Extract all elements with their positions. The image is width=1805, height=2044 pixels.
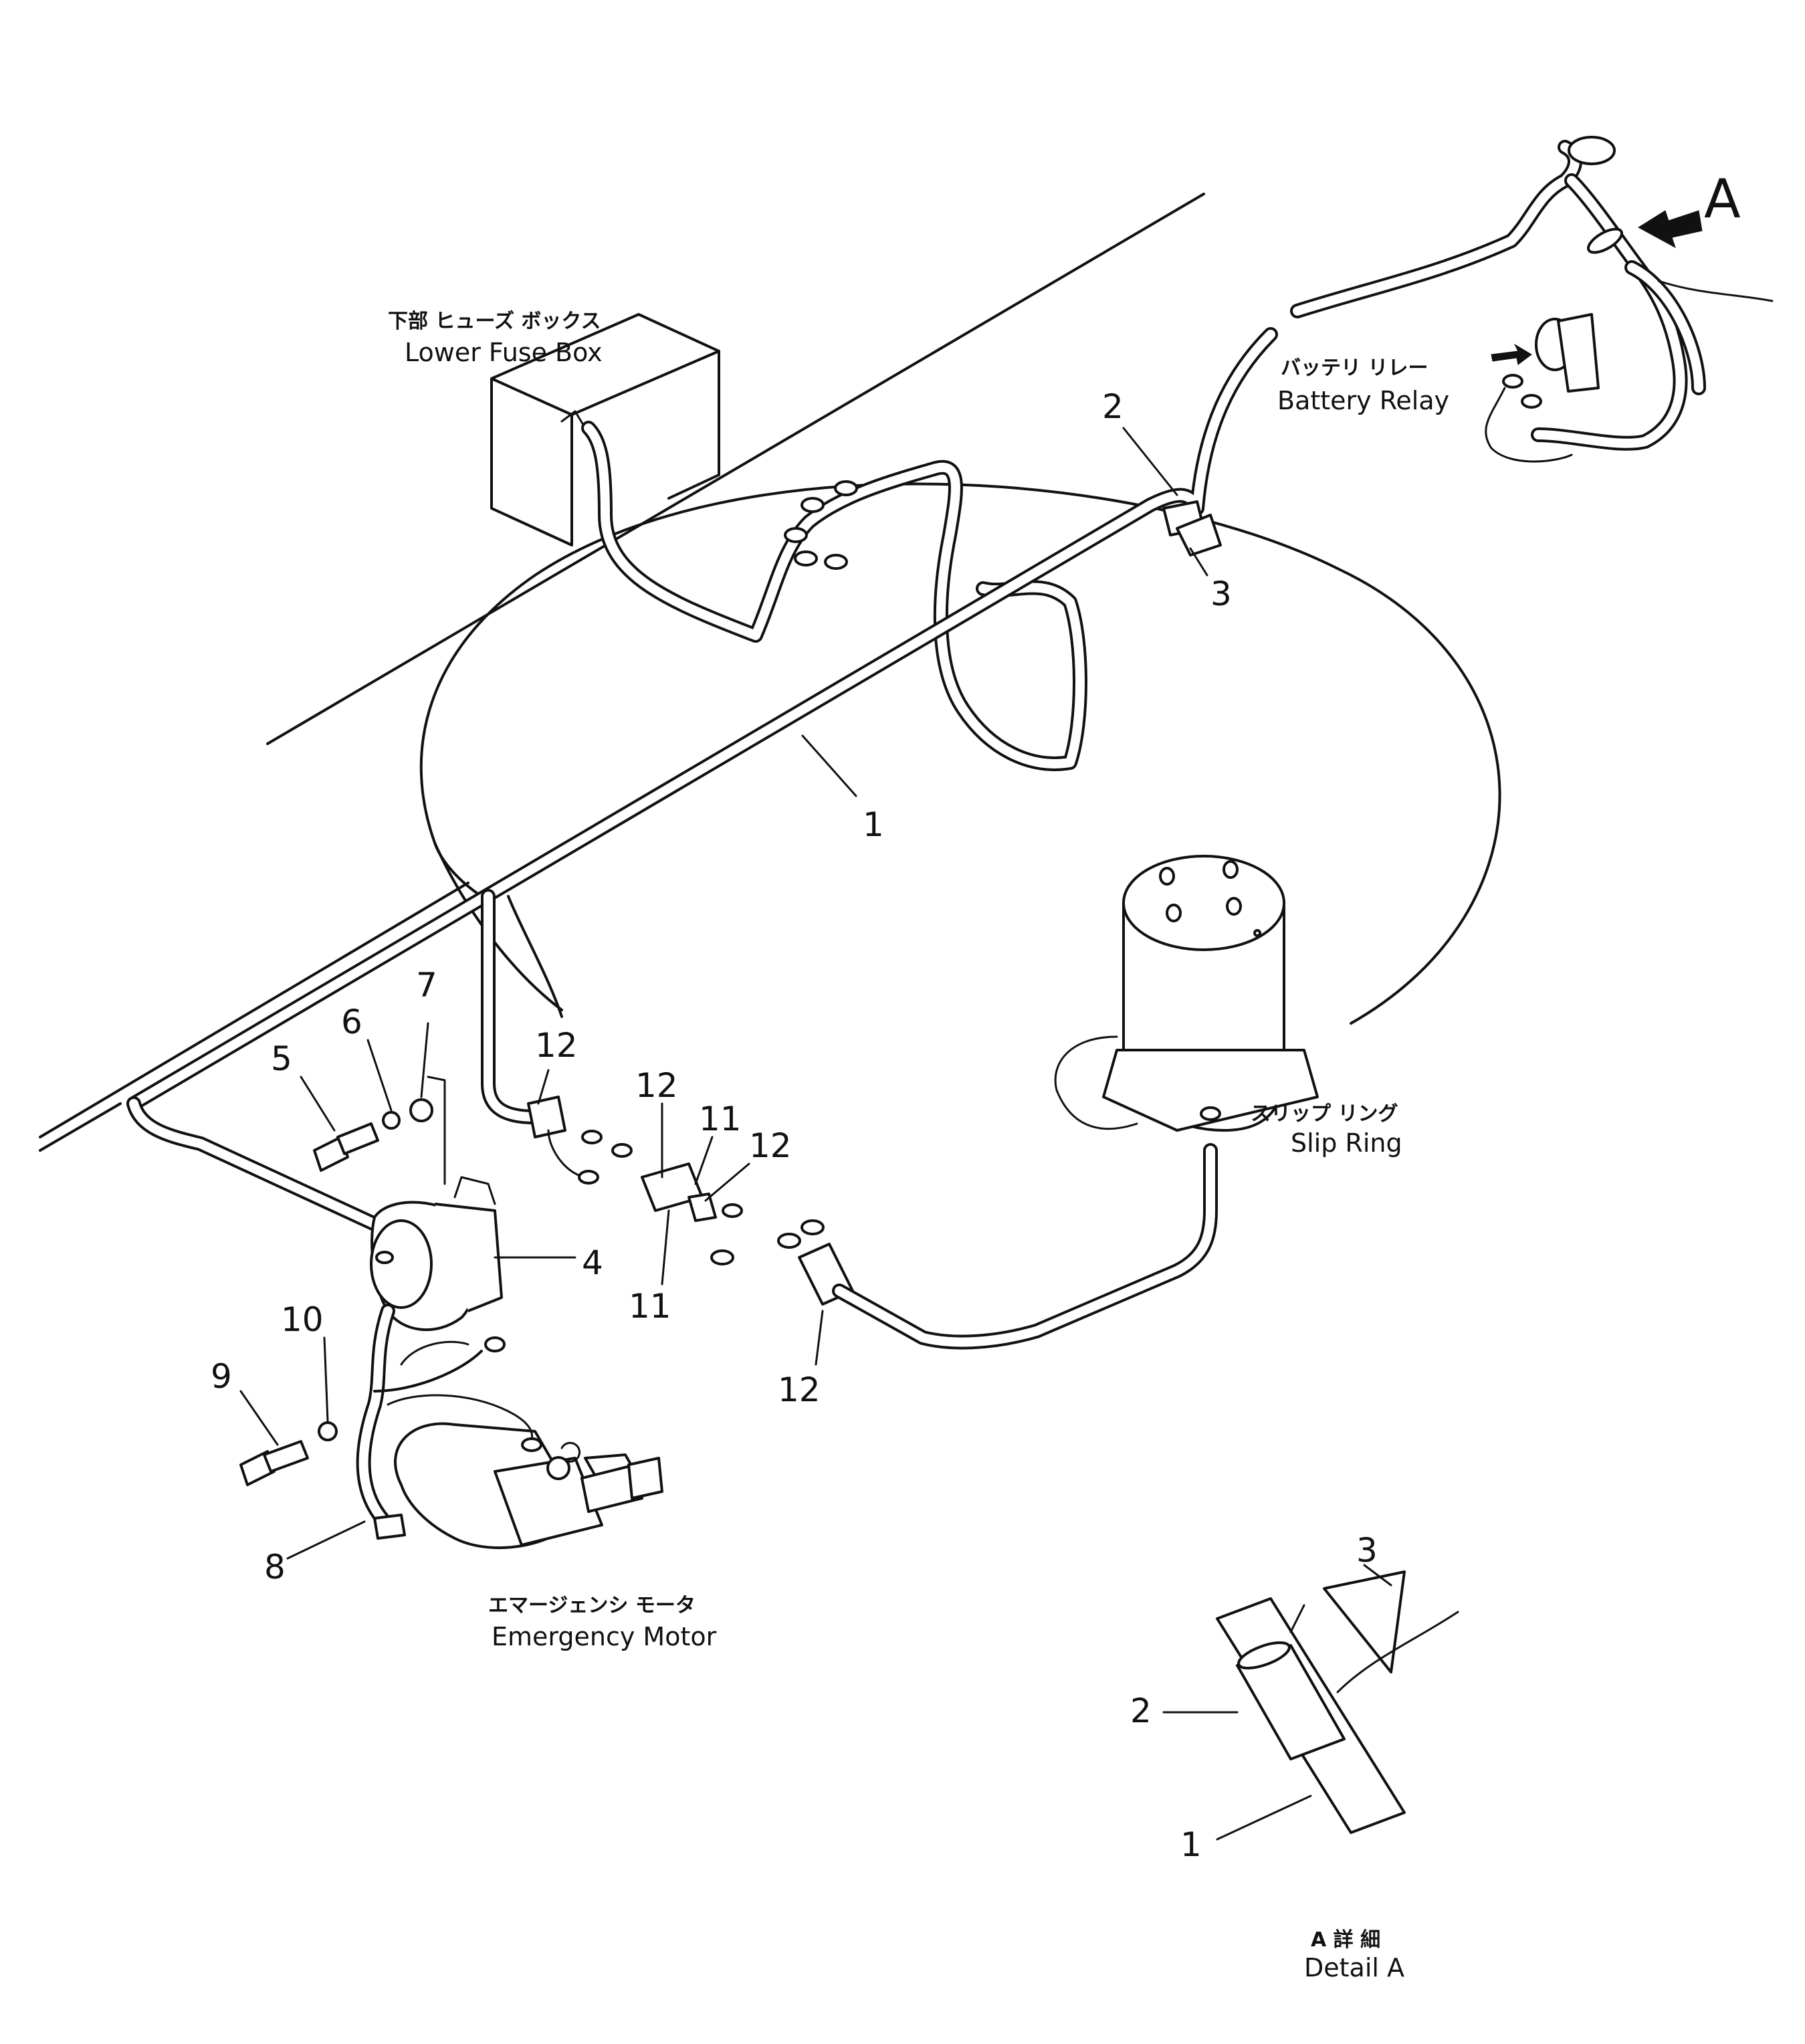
chassis-lines [39, 193, 1205, 1152]
callout-7: 7 [416, 966, 437, 1005]
main-harness [126, 140, 1582, 1231]
callout-6: 6 [341, 1003, 362, 1041]
callout-12-bottom: 12 [778, 1370, 821, 1409]
upper-fasteners [313, 1076, 446, 1185]
detail-a-view [1216, 1570, 1459, 1834]
callout-1: 1 [863, 805, 884, 844]
detail-callout-3: 3 [1356, 1531, 1378, 1570]
callout-11-lower: 11 [629, 1287, 671, 1326]
revolving-frame [419, 482, 1501, 1025]
connector-harness [481, 889, 563, 1124]
callout-3: 3 [1210, 575, 1232, 613]
detail-a-label-jp: A 詳 細 [1311, 1928, 1380, 1952]
callout-numbers: 1 2 3 4 5 6 7 8 9 10 11 11 12 12 12 12 1… [211, 387, 1378, 1864]
slip-ring [1054, 855, 1319, 1132]
leader-lines [239, 427, 1392, 1841]
view-arrow-label: A [1704, 168, 1741, 230]
detail-callout-1: 1 [1180, 1825, 1202, 1864]
slip-ring-harness [832, 1143, 1218, 1350]
emergency-motor-label: Emergency Motor [492, 1622, 717, 1651]
lower-fuse-box-label-jp: 下部 ヒューズ ボックス [388, 310, 601, 333]
emergency-motor [387, 1336, 663, 1550]
detail-a-label: Detail A [1304, 1953, 1404, 1982]
callout-5: 5 [271, 1039, 292, 1078]
slip-ring-label-jp: スリップ リング [1251, 1102, 1398, 1126]
ground-cable [356, 1304, 483, 1540]
callout-12-left: 12 [535, 1026, 578, 1065]
lower-fuse-box [490, 313, 720, 546]
callout-4: 4 [582, 1243, 603, 1282]
battery-relay-label: Battery Relay [1277, 386, 1449, 415]
motor-relay [370, 1176, 503, 1332]
callout-2: 2 [1102, 387, 1124, 426]
callout-9: 9 [211, 1357, 232, 1396]
battery-relay-label-jp: バッテリ リレー [1281, 356, 1428, 380]
callout-12-mid: 12 [635, 1066, 678, 1105]
callout-10: 10 [281, 1300, 324, 1339]
arrows [1491, 210, 1703, 365]
callout-12-right: 12 [749, 1126, 792, 1165]
callout-8: 8 [264, 1548, 286, 1587]
lower-fuse-box-label: Lower Fuse Box [405, 338, 603, 367]
fuse-box-harness [581, 421, 1087, 771]
lower-fasteners [239, 1421, 581, 1486]
battery-relay [1485, 313, 1600, 463]
detail-callout-2: 2 [1130, 1692, 1152, 1730]
component-labels: 下部 ヒューズ ボックス Lower Fuse Box バッテリ リレー Bat… [388, 168, 1741, 1982]
slip-ring-label: Slip Ring [1291, 1128, 1402, 1158]
connectors [527, 1096, 854, 1306]
emergency-motor-label-jp: エマージェンシ モータ [488, 1594, 696, 1617]
relay-harness [1531, 136, 1774, 451]
callout-11-upper: 11 [699, 1100, 742, 1138]
clamp-and-tag [1162, 500, 1222, 556]
